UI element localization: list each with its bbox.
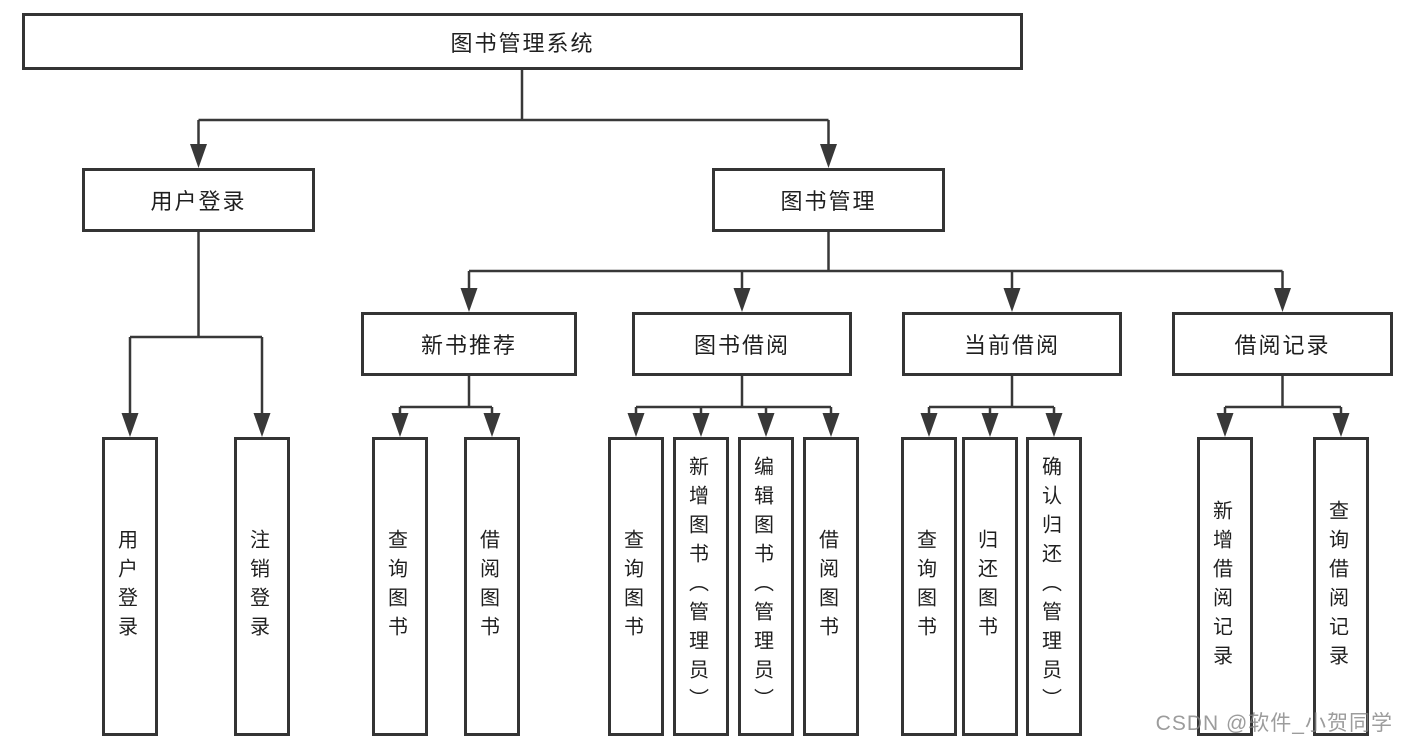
leaf-add-book-admin: 新增图书（管理员）	[673, 437, 729, 736]
leaf-edit-book-admin: 编辑图书（管理员）	[738, 437, 794, 736]
arrowheads	[121, 144, 1350, 437]
leaf-user-login: 用户登录	[102, 437, 158, 736]
leaf-query-books-3: 查询图书	[901, 437, 957, 736]
leaf-borrow-books-2: 借阅图书	[803, 437, 859, 736]
leaf-query-books-1: 查询图书	[372, 437, 428, 736]
node-current-borrowing: 当前借阅	[902, 312, 1122, 376]
leaf-query-borrow-record: 查询借阅记录	[1313, 437, 1369, 736]
leaf-logout: 注销登录	[234, 437, 290, 736]
leaf-borrow-books-1: 借阅图书	[464, 437, 520, 736]
leaf-add-borrow-record: 新增借阅记录	[1197, 437, 1253, 736]
leaf-query-books-2: 查询图书	[608, 437, 664, 736]
node-book-management: 图书管理	[712, 168, 945, 232]
node-user-login: 用户登录	[82, 168, 315, 232]
node-new-book-recommend: 新书推荐	[361, 312, 577, 376]
leaf-confirm-return-admin: 确认归还（管理员）	[1026, 437, 1082, 736]
leaf-return-book: 归还图书	[962, 437, 1018, 736]
node-borrowing-records: 借阅记录	[1172, 312, 1393, 376]
node-book-borrowing: 图书借阅	[632, 312, 852, 376]
csdn-watermark: CSDN @软件_小贺同学	[1155, 712, 1393, 735]
node-root: 图书管理系统	[22, 13, 1023, 70]
